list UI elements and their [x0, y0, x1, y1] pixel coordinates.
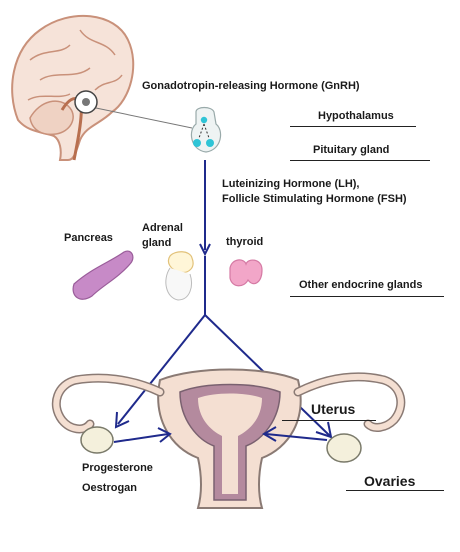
- label-pancreas: Pancreas: [64, 232, 113, 244]
- label-lh: Luteinizing Hormone (LH),: [222, 178, 360, 190]
- label-oestrogan: Oestrogan: [82, 482, 138, 494]
- underline-other-glands: [290, 296, 444, 297]
- label-progesterone: Progesterone: [82, 462, 153, 474]
- right-ovary: [326, 433, 362, 463]
- hormone-arrow-main: [199, 160, 211, 315]
- adrenal-illustration: [165, 251, 194, 301]
- label-hypothalamus: Hypothalamus: [318, 110, 394, 122]
- label-thyroid: thyroid: [226, 236, 264, 248]
- uterus-illustration: [51, 368, 406, 509]
- underline-hypothalamus: [290, 126, 416, 127]
- label-fsh: Follicle Stimulating Hormone (FSH): [222, 193, 407, 205]
- thyroid-illustration: [229, 259, 263, 287]
- brain-illustration: [11, 14, 193, 161]
- pituitary-illustration: [190, 106, 222, 153]
- label-ovaries: Ovaries: [364, 473, 416, 489]
- label-adrenal-1: Adrenal: [142, 222, 183, 234]
- pancreas-illustration: [72, 250, 134, 300]
- underline-uterus: [282, 420, 376, 421]
- underline-pituitary: [290, 160, 430, 161]
- left-ovary: [80, 426, 114, 454]
- label-gnrh: Gonadotropin-releasing Hormone (GnRH): [142, 80, 360, 92]
- label-uterus: Uterus: [311, 401, 356, 417]
- label-other-glands: Other endocrine glands: [299, 279, 423, 291]
- label-pituitary: Pituitary gland: [313, 144, 390, 156]
- ovary-to-uterus-arrows: [113, 426, 328, 443]
- underline-ovaries: [346, 490, 444, 491]
- label-adrenal-2: gland: [142, 237, 172, 249]
